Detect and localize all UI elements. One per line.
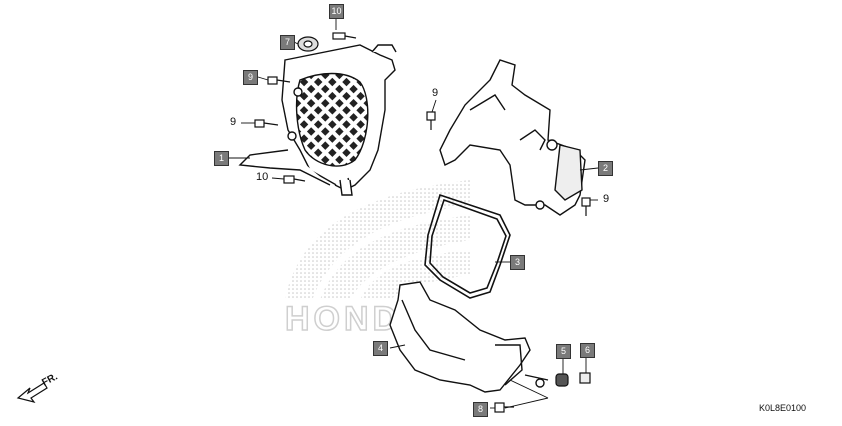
- bolt-9-a: [267, 76, 291, 85]
- callout-2: 2: [598, 161, 613, 176]
- callout-10-upper: 10: [329, 4, 344, 19]
- bolt-10-top: [332, 32, 357, 40]
- bolt-6: [579, 372, 591, 384]
- bolt-8: [494, 402, 514, 413]
- callout-3: 3: [510, 255, 525, 270]
- bolt-9-b: [254, 119, 279, 128]
- callout-1: 1: [214, 151, 229, 166]
- grommet-7: [297, 36, 319, 52]
- leader-lines: [228, 18, 599, 409]
- callout-9-left: 9: [243, 70, 258, 85]
- callout-6: 6: [580, 343, 595, 358]
- callout-9-unboxed-left: 9: [230, 116, 237, 128]
- lower-shroud-part-4: [389, 281, 549, 393]
- seal-part-3: [424, 193, 511, 299]
- front-direction-label: FR.: [40, 371, 60, 388]
- bolt-9-d: [581, 197, 591, 216]
- callout-9-unboxed-right: 9: [603, 193, 610, 205]
- shroud-part-2: [439, 59, 586, 216]
- fasteners: [254, 32, 591, 413]
- front-direction-arrow-icon: [16, 382, 48, 403]
- bolt-9-c: [426, 111, 436, 130]
- callout-7: 7: [280, 35, 295, 50]
- nut-5: [555, 373, 569, 387]
- callout-9-unboxed-center: 9: [432, 87, 439, 99]
- callout-4: 4: [373, 341, 388, 356]
- callout-10-unboxed: 10: [256, 171, 269, 183]
- bolt-10-b: [283, 175, 306, 184]
- callout-5: 5: [556, 344, 571, 359]
- diagram-code: K0L8E0100: [758, 403, 806, 413]
- fan-cover-part-1: [238, 44, 397, 196]
- callout-8: 8: [473, 402, 488, 417]
